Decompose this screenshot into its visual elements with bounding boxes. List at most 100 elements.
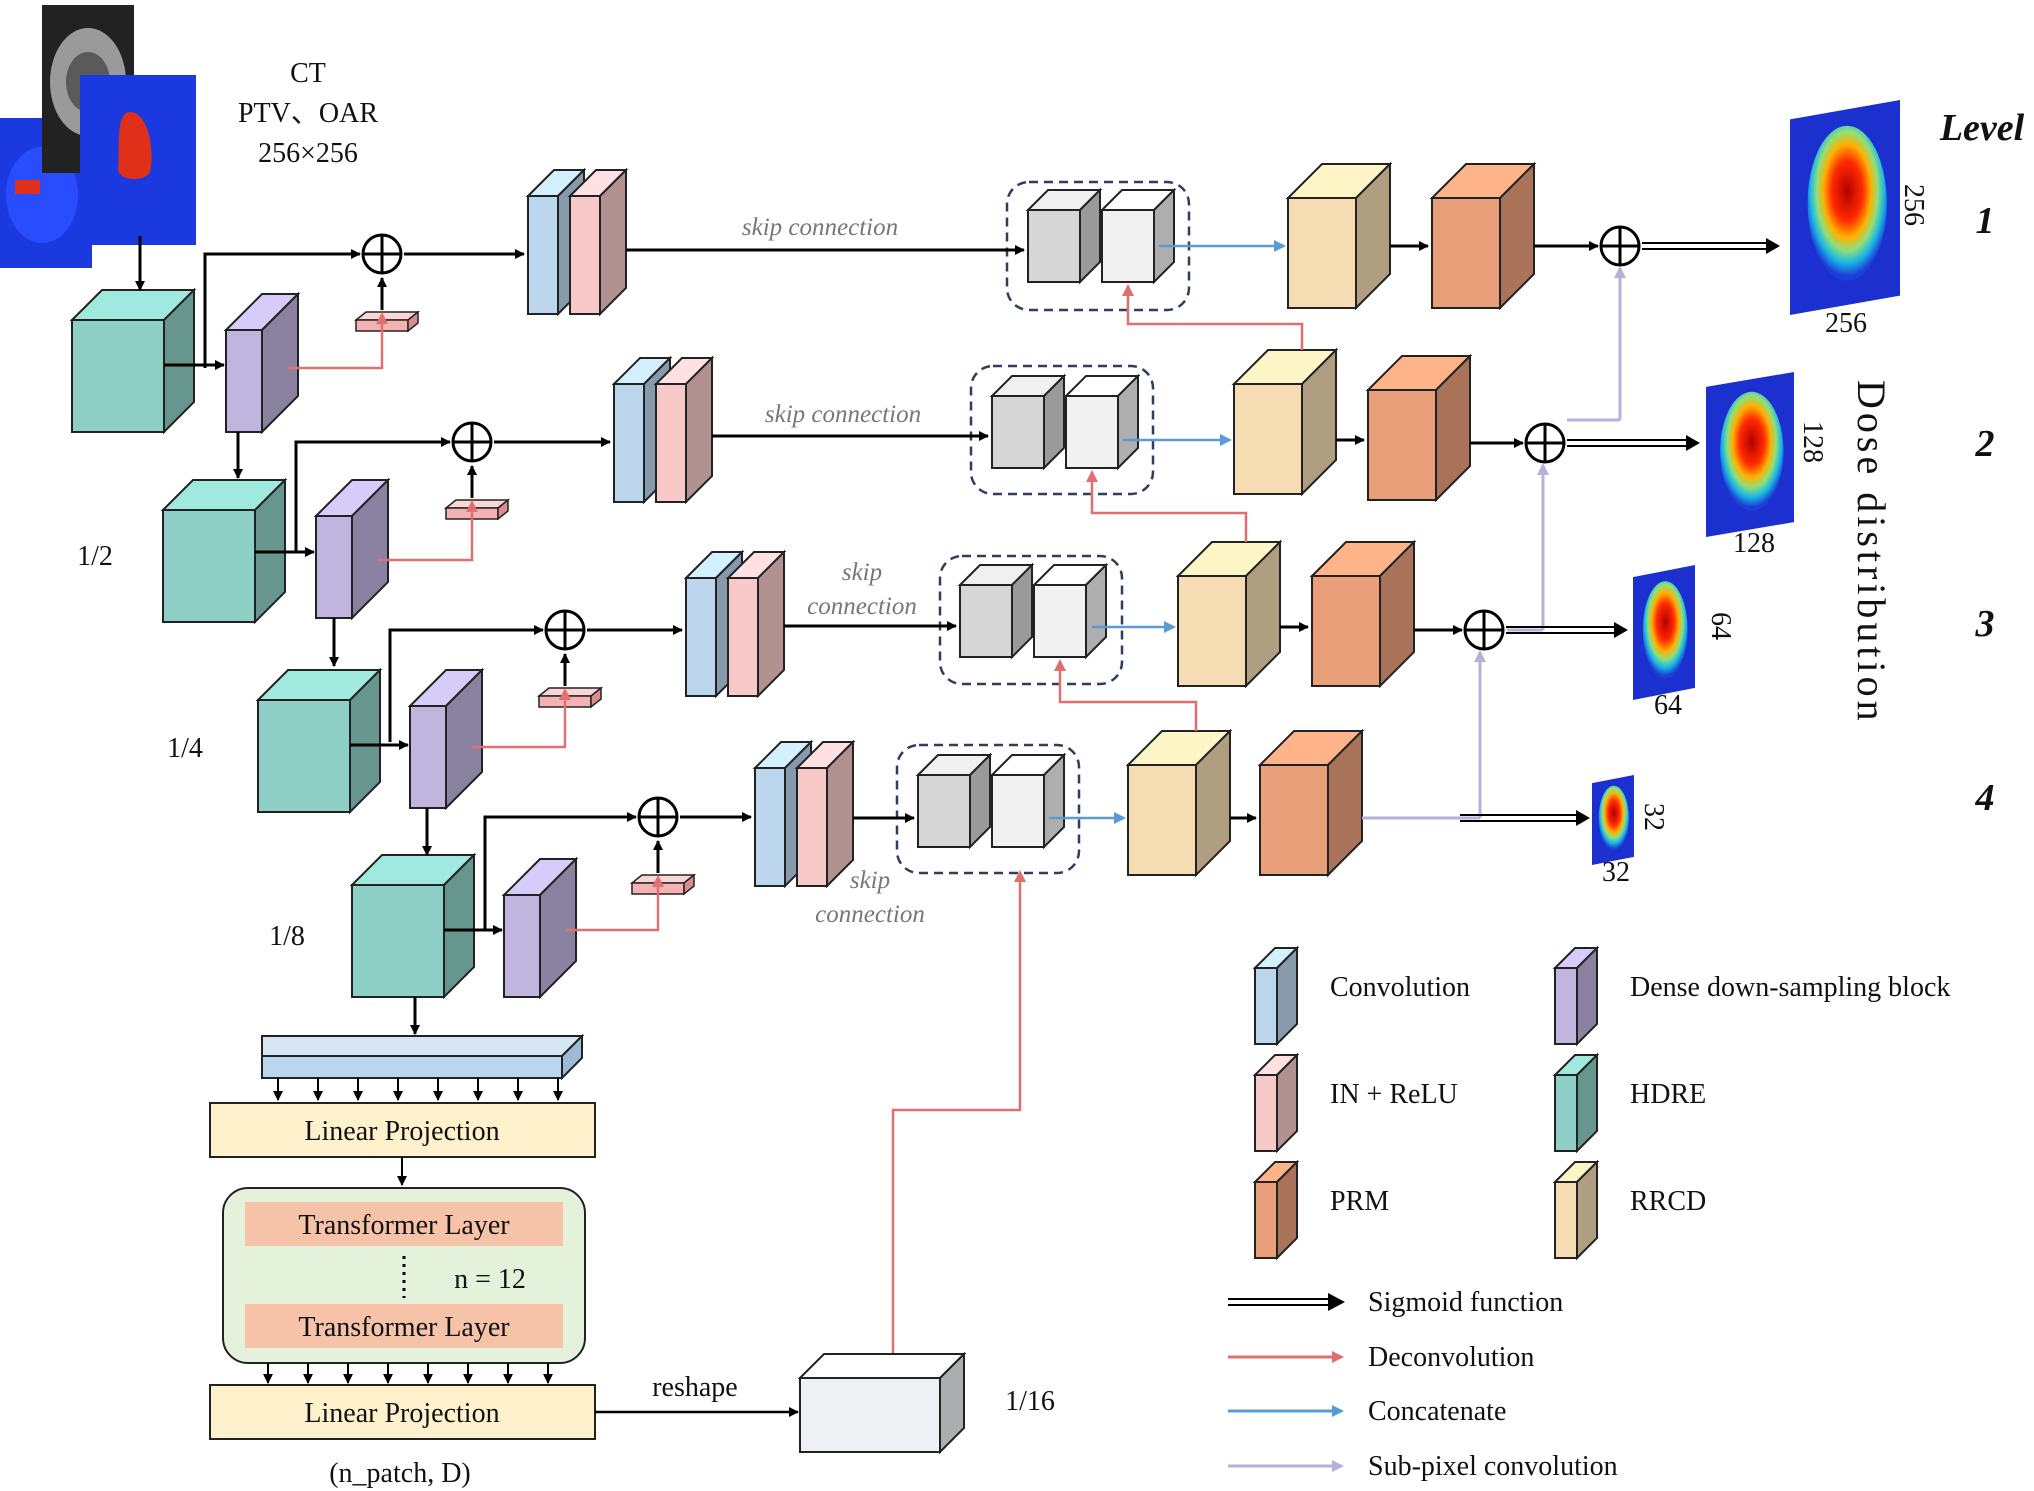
skip-concat-group-2 — [969, 364, 1155, 496]
dose-map-32 — [1592, 775, 1634, 865]
linear-projection-top-label: Linear Projection — [304, 1116, 499, 1147]
prm-block-2 — [1365, 353, 1473, 503]
input-label-ct: CT — [290, 58, 326, 89]
output-3-width: 64 — [1654, 690, 1682, 721]
deconv-arrow-decoder-3 — [1054, 659, 1198, 731]
linear-projection-bottom-label: Linear Projection — [304, 1398, 499, 1429]
add-node-encoder-3 — [544, 609, 586, 651]
dose-map-64 — [1633, 565, 1695, 700]
dose-distribution-label: Dose distribution — [1849, 380, 1894, 725]
encoder-branch-arrow-3 — [388, 625, 544, 742]
legend-swatch-convolution — [1252, 945, 1300, 1047]
prm-block-4 — [1257, 728, 1365, 878]
skip-feature-cube-2 — [989, 373, 1067, 471]
legend-label-3: PRM — [1330, 1186, 1389, 1217]
bottleneck-cube-1-16 — [797, 1351, 967, 1455]
deconv-arrow-decoder-1 — [1122, 284, 1304, 350]
scale-label-quarter: 1/4 — [167, 733, 203, 764]
encoder-branch-arrow-2 — [294, 437, 451, 553]
upsampled-feature-cube-3 — [1031, 562, 1109, 660]
rrcd-block-4 — [1125, 728, 1233, 878]
legend-arrow-sigmoid — [1228, 1293, 1345, 1311]
deconv-arrow-encoder-1 — [288, 312, 388, 370]
legend-label-1: Convolution — [1330, 972, 1470, 1003]
upsample-plate-4 — [629, 873, 697, 896]
legend: Convolution IN + ReLU PRM Dense down-sampli… — [1228, 945, 1950, 1482]
prm-block-3 — [1309, 539, 1417, 689]
skip-label-level-3-word1: skip — [842, 559, 882, 586]
skip-feature-cube-4 — [915, 752, 993, 850]
dose-map-128 — [1706, 372, 1794, 537]
add-node-encoder-1 — [361, 233, 403, 275]
transformer-layer-first — [245, 1202, 563, 1246]
output-2-width: 128 — [1733, 528, 1775, 559]
skip-feature-cube-1 — [1025, 187, 1103, 285]
rrcd-block-3 — [1175, 539, 1283, 689]
sigmoid-arrow-3 — [1506, 622, 1628, 638]
legend-arrow-label-4: Sub-pixel convolution — [1368, 1451, 1618, 1482]
deconv-arrow-bottleneck — [891, 870, 1026, 1353]
scale-label-sixteenth: 1/16 — [1005, 1386, 1055, 1417]
patch-shape-label: (n_patch, D) — [329, 1458, 471, 1489]
rrcd-block-2 — [1231, 347, 1339, 497]
linear-projection-top — [209, 1102, 596, 1158]
input-label-size: 256×256 — [258, 138, 358, 169]
upsample-plate-2 — [443, 498, 511, 521]
deconv-arrow-decoder-2 — [1086, 470, 1248, 542]
scale-label-eighth: 1/8 — [269, 921, 305, 952]
upsampled-feature-cube-4 — [989, 752, 1067, 850]
skip-feature-cube-3 — [957, 562, 1035, 660]
add-node-encoder-4 — [637, 796, 679, 838]
dense-downsampling-block-2 — [313, 477, 391, 621]
sigmoid-arrow-2 — [1567, 435, 1700, 451]
scale-label-half: 1/2 — [77, 541, 113, 572]
encoder-branch-arrow-4 — [483, 812, 637, 930]
legend-label-2: IN + ReLU — [1330, 1079, 1458, 1110]
dense-downsampling-block-1 — [223, 291, 301, 435]
legend-arrow-label-2: Deconvolution — [1368, 1342, 1534, 1373]
in-relu-block-level-4 — [794, 739, 856, 889]
output-1-height: 256 — [1898, 184, 1929, 226]
transformer-layer-last — [245, 1304, 563, 1348]
add-node-decoder-1 — [1599, 225, 1641, 267]
skip-concat-group-3 — [938, 554, 1124, 686]
legend-label-4: Dense down-sampling block — [1630, 972, 1950, 1003]
hdre-block-2 — [160, 477, 288, 625]
deconv-arrow-encoder-4 — [566, 875, 664, 932]
dense-downsampling-block-4 — [501, 856, 579, 1000]
legend-swatch-rrcd — [1552, 1159, 1600, 1261]
encoder — [69, 287, 579, 1000]
linear-projection-bottom — [209, 1384, 596, 1440]
deconv-arrow-encoder-2 — [378, 500, 478, 562]
level-4-label: 4 — [1975, 777, 1995, 819]
transformer-branch: Linear Projection Transformer Layer n = … — [209, 1033, 799, 1489]
add-node-encoder-2 — [451, 421, 493, 463]
legend-label-5: HDRE — [1630, 1079, 1706, 1110]
upsampled-feature-cube-2 — [1063, 373, 1141, 471]
in-relu-block-level-1 — [567, 167, 629, 317]
level-heading: Level — [1939, 107, 2025, 149]
upsample-plate-3 — [536, 686, 604, 709]
skip-label-level-4-word1: skip — [850, 867, 890, 894]
sigmoid-arrow-1 — [1642, 238, 1780, 254]
rrcd-block-1 — [1285, 161, 1393, 311]
skip-label-level-1: skip connection — [742, 214, 898, 241]
transformer-layer-count: n = 12 — [454, 1264, 526, 1295]
prm-block-1 — [1429, 161, 1537, 311]
legend-swatch-hdre — [1552, 1052, 1600, 1154]
output-4-height: 32 — [1638, 803, 1669, 831]
legend-arrow-label-3: Concatenate — [1368, 1396, 1506, 1427]
reshape-label: reshape — [652, 1372, 738, 1403]
upsampled-feature-cube-1 — [1099, 187, 1177, 285]
skip-label-level-4-word2: connection — [815, 901, 925, 928]
legend-arrow-label-1: Sigmoid function — [1368, 1287, 1563, 1318]
transformer-layer-first-label: Transformer Layer — [298, 1210, 510, 1241]
input-images — [0, 5, 196, 268]
skip-label-level-3-word2: connection — [807, 593, 917, 620]
output-2-height: 128 — [1797, 421, 1828, 463]
add-node-decoder-3 — [1463, 609, 1505, 651]
level-3-label: 3 — [1975, 603, 1995, 645]
dense-downsampling-block-3 — [407, 667, 485, 811]
input-label-ptv-oar: PTV、OAR — [238, 98, 378, 129]
